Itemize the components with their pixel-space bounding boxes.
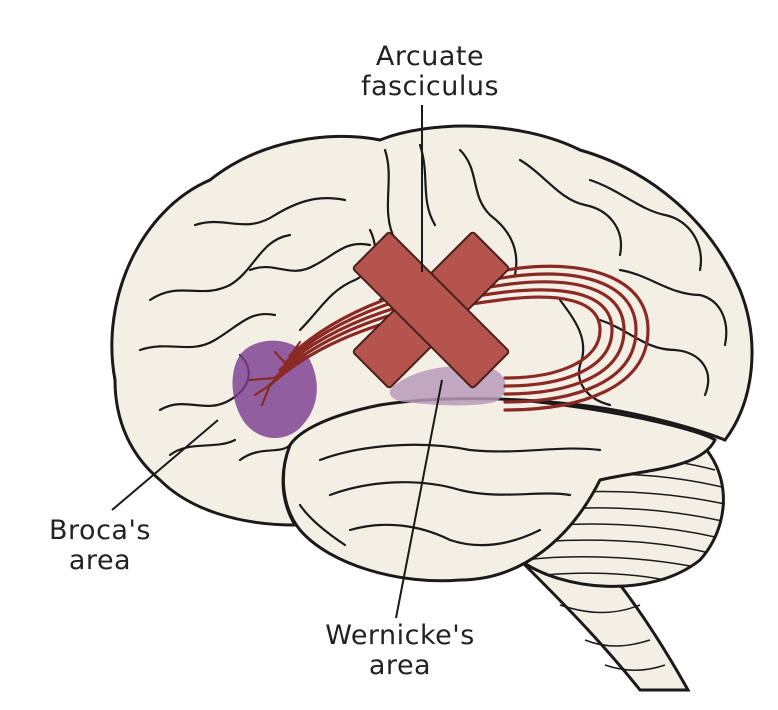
broca-area-label: Broca's area [20,516,180,576]
broca-label-line2: area [20,546,180,576]
arcuate-label-line1: Arcuate [330,42,530,72]
wernicke-label-line2: area [290,651,510,681]
wernicke-area-label: Wernicke's area [290,621,510,681]
wernicke-label-line1: Wernicke's [290,621,510,651]
arcuate-label-line2: fasciculus [330,72,530,102]
arcuate-fasciculus-label: Arcuate fasciculus [330,42,530,102]
broca-label-line1: Broca's [20,516,180,546]
